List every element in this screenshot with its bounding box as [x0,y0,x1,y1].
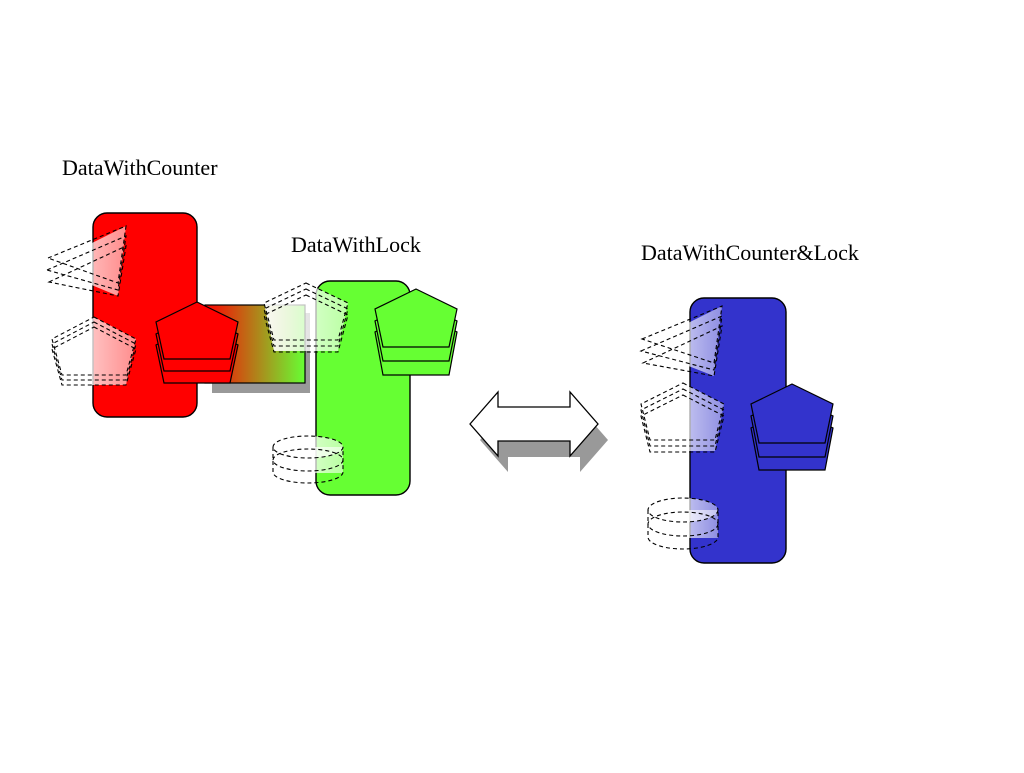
ghost-cylinder-icon [272,435,344,484]
ghost-prism-icon [45,225,127,297]
right-composite [639,297,834,564]
ghost-cylinder-right-icon [647,497,719,550]
label-data-with-counter: DataWithCounter [62,155,218,180]
green-pentagon-stack-icon [374,288,458,376]
label-data-with-counter-and-lock: DataWithCounter&Lock [641,240,859,265]
label-data-with-lock: DataWithLock [291,232,421,257]
red-pentagon-stack-icon [155,301,239,384]
ghost-pentagon-right-icon [640,382,725,453]
blue-pentagon-stack-icon [750,383,834,471]
left-composite [45,212,458,496]
ghost-prism-right-icon [639,305,723,377]
ghost-pentagon-icon [51,316,137,386]
double-headed-arrow-icon [469,390,608,472]
ghost-pentagon-on-lock-icon [263,282,349,353]
